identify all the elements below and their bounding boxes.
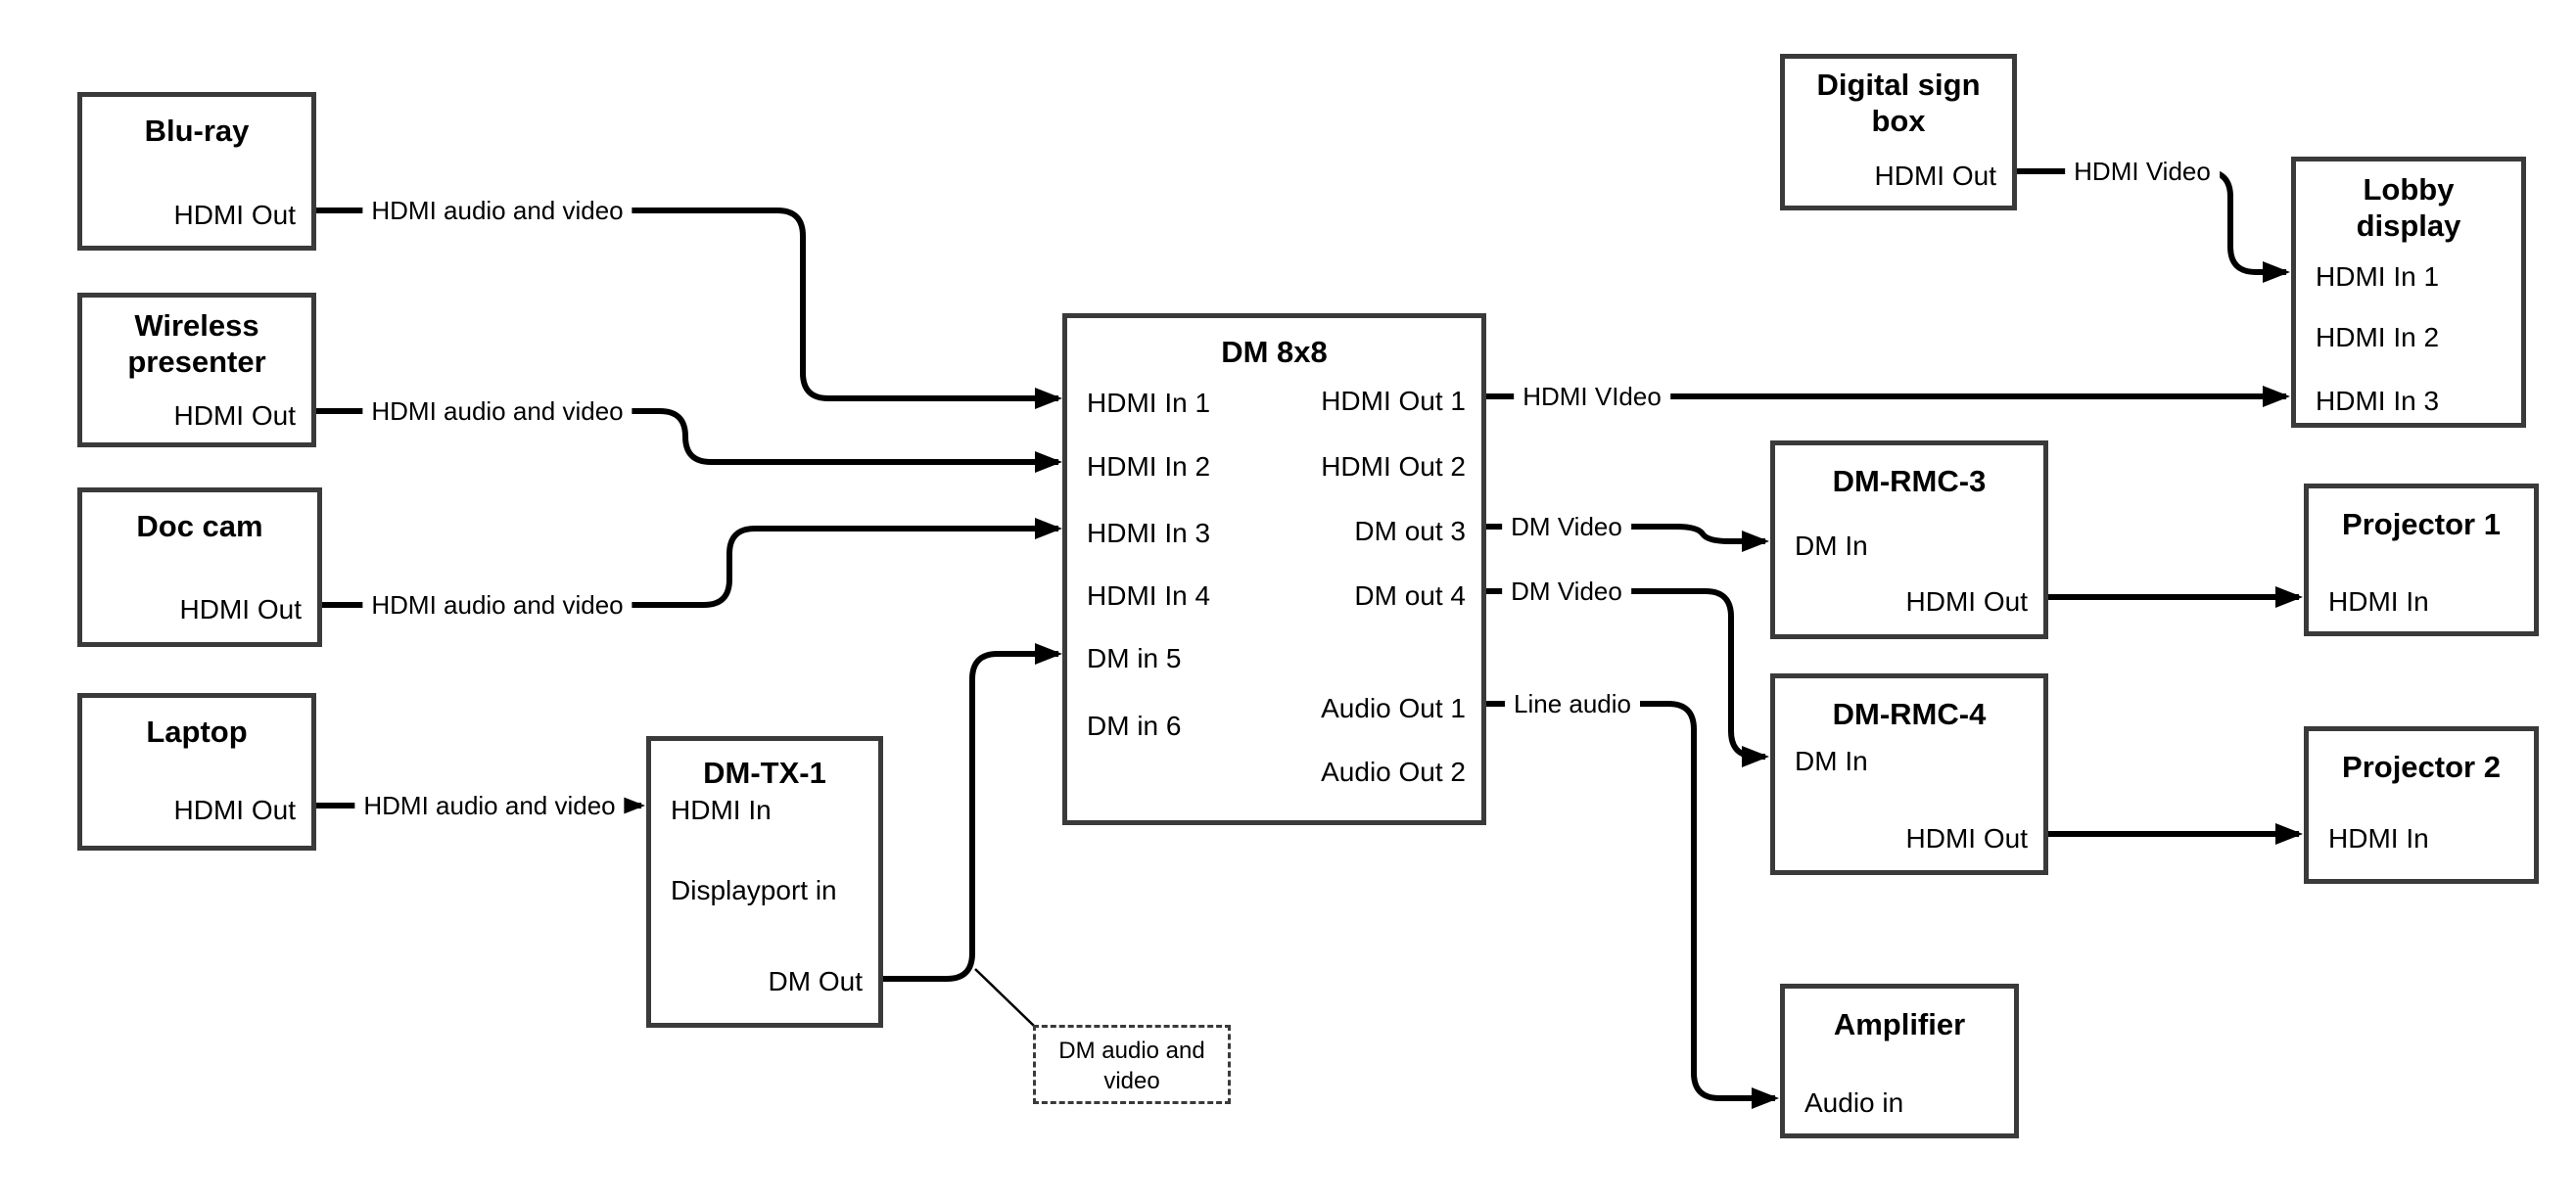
note-dm-audio-and-video: DM audio and video (1033, 1025, 1231, 1104)
node-dm-rmc-4: DM-RMC-4 DM In HDMI Out (1770, 673, 2048, 875)
port-rmc4-hdmi-out: HDMI Out (1905, 823, 2028, 854)
node-projector-2: Projector 2 HDMI In (2304, 726, 2539, 884)
port-dm8x8-hdmi-in-3: HDMI In 3 (1087, 518, 1211, 548)
node-dm-tx-1-title: DM-TX-1 (703, 756, 826, 790)
node-dm-rmc-3-title: DM-RMC-3 (1832, 464, 1987, 498)
port-dm8x8-hdmi-out-1: HDMI Out 1 (1321, 386, 1466, 416)
node-dm-8x8-title: DM 8x8 (1221, 335, 1328, 369)
wire-wireless-to-hdmi-in-2 (316, 408, 1062, 473)
port-dm8x8-hdmi-in-4: HDMI In 4 (1087, 580, 1211, 611)
port-dm8x8-audio-out-2: Audio Out 2 (1321, 757, 1466, 787)
wire-label-bluray: HDMI audio and video (362, 196, 632, 225)
wire-label-laptop: HDMI audio and video (354, 791, 625, 820)
node-doc-cam-title: Doc cam (136, 509, 263, 543)
wire-label-doccam: HDMI audio and video (362, 590, 632, 620)
node-lobby-display-title: Lobby display (2356, 172, 2461, 243)
port-dm8x8-dm-out-4: DM out 4 (1354, 580, 1466, 611)
port-wireless-hdmi-out: HDMI Out (173, 400, 296, 431)
port-dm8x8-hdmi-out-2: HDMI Out 2 (1321, 451, 1466, 482)
port-rmc3-dm-in: DM In (1795, 531, 1868, 561)
node-dm-tx-1: DM-TX-1 HDMI In Displayport in DM Out (646, 736, 883, 1028)
port-projector-1-hdmi-in: HDMI In (2328, 586, 2429, 617)
wire-label-dm-out-3: DM Video (1502, 512, 1631, 541)
node-projector-2-title: Projector 2 (2342, 750, 2501, 784)
wire-label-dm-out-4: DM Video (1502, 577, 1631, 606)
port-rmc4-dm-in: DM In (1795, 746, 1868, 776)
note-leader-line (974, 968, 1035, 1027)
port-dm-tx-1-hdmi-in: HDMI In (671, 795, 772, 825)
port-laptop-hdmi-out: HDMI Out (173, 795, 296, 825)
node-blu-ray: Blu-ray HDMI Out (77, 92, 316, 251)
wire-dm-out-4-to-rmc4 (1486, 588, 1769, 767)
port-dm8x8-dm-out-3: DM out 3 (1354, 516, 1466, 546)
port-digital-sign-hdmi-out: HDMI Out (1874, 161, 1996, 191)
wire-label-hdmi-out-1: HDMI VIdeo (1514, 382, 1670, 411)
node-dm-rmc-4-title: DM-RMC-4 (1832, 697, 1987, 731)
wire-dmtx1-to-dm-in-5 (883, 643, 1062, 982)
port-projector-2-hdmi-in: HDMI In (2328, 823, 2429, 854)
port-dm8x8-hdmi-in-2: HDMI In 2 (1087, 451, 1211, 482)
wire-dm-out-3-to-rmc3 (1486, 524, 1769, 552)
port-dm8x8-audio-out-1: Audio Out 1 (1321, 693, 1466, 723)
port-lobby-hdmi-in-3: HDMI In 3 (2316, 386, 2440, 416)
node-digital-sign-box: Digital sign box HDMI Out (1780, 54, 2017, 210)
node-blu-ray-title: Blu-ray (144, 114, 250, 148)
port-dm-tx-1-dm-out: DM Out (768, 966, 863, 996)
node-wireless-presenter-title: Wireless presenter (127, 308, 266, 379)
wire-label-audio-out-1: Line audio (1505, 689, 1640, 718)
port-dm8x8-dm-in-5: DM in 5 (1087, 643, 1182, 673)
node-dm-rmc-3: DM-RMC-3 DM In HDMI Out (1770, 440, 2048, 639)
port-amplifier-audio-in: Audio in (1804, 1087, 1904, 1118)
port-dm8x8-hdmi-in-1: HDMI In 1 (1087, 388, 1211, 418)
wire-doccam-to-hdmi-in-3 (322, 518, 1062, 608)
wire-digital-sign-to-lobby-in-1 (2017, 168, 2290, 283)
port-dm-tx-1-displayport-in: Displayport in (671, 875, 837, 905)
node-dm-8x8: DM 8x8 HDMI In 1 HDMI In 2 HDMI In 3 HDM… (1062, 313, 1486, 825)
port-doc-cam-hdmi-out: HDMI Out (179, 594, 302, 624)
port-blu-ray-hdmi-out: HDMI Out (173, 200, 296, 230)
node-doc-cam: Doc cam HDMI Out (77, 487, 322, 647)
port-rmc3-hdmi-out: HDMI Out (1905, 586, 2028, 617)
node-digital-sign-box-title: Digital sign box (1816, 68, 1981, 138)
port-lobby-hdmi-in-1: HDMI In 1 (2316, 261, 2440, 292)
node-laptop: Laptop HDMI Out (77, 693, 316, 851)
node-amplifier: Amplifier Audio in (1780, 984, 2019, 1138)
wire-bluray-to-hdmi-in-1 (316, 208, 1062, 409)
node-projector-1: Projector 1 HDMI In (2304, 484, 2539, 636)
wire-audio-out-1-to-amplifier (1486, 701, 1779, 1109)
node-lobby-display: Lobby display HDMI In 1 HDMI In 2 HDMI I… (2291, 157, 2526, 428)
port-dm8x8-dm-in-6: DM in 6 (1087, 711, 1182, 741)
node-projector-1-title: Projector 1 (2342, 507, 2501, 541)
port-lobby-hdmi-in-2: HDMI In 2 (2316, 322, 2440, 352)
wire-label-digital-sign: HDMI Video (2065, 157, 2220, 186)
node-amplifier-title: Amplifier (1833, 1007, 1966, 1041)
node-laptop-title: Laptop (146, 715, 248, 749)
wire-label-wireless: HDMI audio and video (362, 396, 632, 426)
node-wireless-presenter: Wireless presenter HDMI Out (77, 293, 316, 447)
